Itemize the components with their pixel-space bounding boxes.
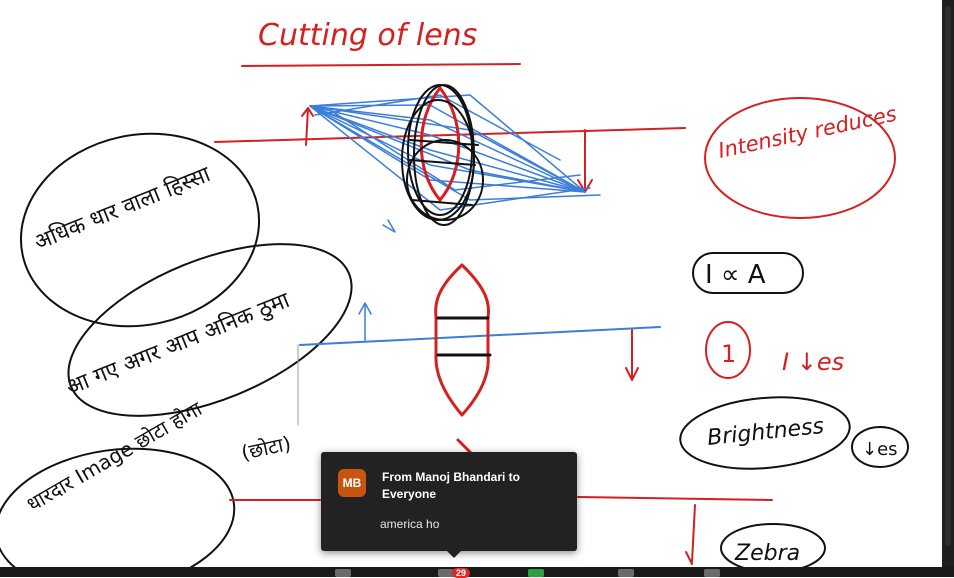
reactions-icon[interactable] — [704, 569, 720, 577]
share-screen-icon[interactable] — [528, 569, 544, 577]
toast-pointer — [447, 551, 461, 558]
hindi-bubble-1 — [19, 132, 261, 328]
chat-icon[interactable] — [438, 569, 454, 577]
meeting-toolbar — [0, 567, 954, 577]
board-title: Cutting of lens — [258, 18, 477, 53]
note-brightness: Brightness — [706, 414, 825, 451]
ray-diagram-top — [309, 94, 601, 211]
principal-axis-top — [214, 127, 686, 143]
hindi-bubble-3 — [0, 447, 236, 567]
note-brightness-decrease: ↓es — [862, 439, 898, 460]
record-icon[interactable] — [618, 569, 634, 577]
brightness-bubble — [679, 396, 851, 470]
scrollbar-track[interactable] — [945, 6, 951, 546]
note-intensity: Intensity reduces — [716, 102, 899, 163]
avatar: MB — [338, 469, 366, 497]
notification-sender: From Manoj Bhandari to Everyone — [382, 470, 520, 501]
note-i-decrease: I ↓es — [782, 348, 844, 376]
note-step-1: 1 — [721, 340, 736, 368]
cut-lens-scribble — [401, 84, 484, 226]
hindi-note-1: अधिक धार वाला हिस्सा — [31, 161, 215, 255]
intensity-bubble — [704, 97, 896, 219]
hindi-note-2: आ गए अगर आप अनिक ठुमा — [63, 287, 294, 401]
whiteboard-canvas: Cutting of lens Intensity reduces I — [0, 18, 909, 567]
hindi-bubble-2 — [67, 243, 353, 417]
chat-unread-badge: 29 — [452, 568, 471, 578]
principal-axis-bottom — [229, 496, 773, 501]
vertical-scrollbar[interactable] — [942, 0, 954, 567]
chat-notification-toast[interactable]: MB From Manoj Bhandari to Everyone ameri… — [321, 452, 577, 558]
participants-icon[interactable] — [335, 569, 351, 577]
hindi-note-3: (छोटा) — [239, 431, 293, 465]
half-lens — [434, 263, 491, 417]
note-zebra: Zebra — [734, 541, 800, 566]
principal-axis-middle — [299, 326, 661, 346]
notification-message: america ho — [380, 517, 440, 531]
note-i-prop-a: I ∝ A — [705, 260, 766, 290]
